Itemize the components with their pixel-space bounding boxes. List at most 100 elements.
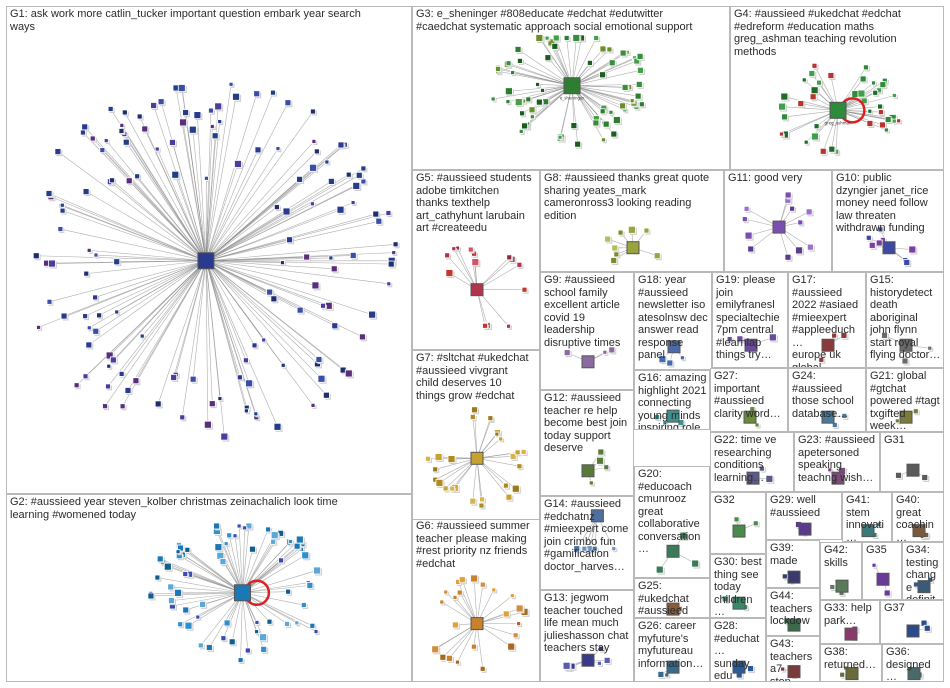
vertex-node[interactable] [802, 78, 808, 84]
vertex-node[interactable] [593, 120, 601, 128]
vertex-node[interactable] [361, 179, 368, 186]
vertex-node[interactable] [312, 282, 321, 291]
vertex-node[interactable] [125, 387, 133, 395]
vertex-node[interactable] [603, 121, 611, 129]
vertex-node[interactable] [840, 672, 847, 679]
vertex-node[interactable] [276, 147, 282, 153]
vertex-node[interactable] [183, 110, 191, 118]
hub-vertex[interactable] [877, 573, 889, 585]
vertex-node[interactable] [185, 547, 192, 554]
vertex-node[interactable] [314, 630, 320, 636]
vertex-node[interactable] [93, 295, 100, 302]
vertex-node[interactable] [609, 60, 617, 68]
vertex-node[interactable] [286, 589, 293, 596]
vertex-node[interactable] [151, 102, 159, 110]
vertex-node[interactable] [829, 146, 837, 154]
vertex-node[interactable] [605, 236, 613, 244]
vertex-node[interactable] [310, 109, 317, 116]
vertex-node[interactable] [285, 100, 293, 108]
hub-vertex[interactable] [582, 654, 594, 666]
vertex-node[interactable] [807, 244, 815, 252]
hub-vertex[interactable] [198, 253, 214, 269]
vertex-node[interactable] [491, 97, 497, 103]
vertex-node[interactable] [122, 110, 128, 117]
vertex-node[interactable] [515, 46, 523, 54]
vertex-node[interactable] [243, 358, 250, 365]
vertex-node[interactable] [517, 464, 524, 471]
vertex-node[interactable] [656, 566, 665, 575]
vertex-node[interactable] [812, 63, 819, 70]
vertex-node[interactable] [361, 166, 368, 173]
vertex-node[interactable] [351, 201, 357, 207]
vertex-node[interactable] [158, 99, 166, 107]
vertex-node[interactable] [350, 252, 358, 260]
vertex-node[interactable] [190, 376, 198, 384]
vertex-node[interactable] [435, 454, 444, 463]
vertex-node[interactable] [106, 384, 113, 391]
vertex-node[interactable] [297, 176, 305, 184]
vertex-node[interactable] [571, 123, 579, 131]
vertex-node[interactable] [809, 71, 817, 79]
vertex-node[interactable] [133, 378, 141, 386]
vertex-node[interactable] [444, 590, 450, 596]
vertex-node[interactable] [83, 374, 90, 381]
vertex-node[interactable] [517, 58, 524, 65]
vertex-node[interactable] [200, 601, 208, 609]
vertex-node[interactable] [356, 172, 364, 180]
hub-vertex[interactable] [799, 523, 811, 535]
vertex-node[interactable] [238, 658, 245, 665]
vertex-node[interactable] [314, 567, 323, 576]
hub-vertex[interactable] [471, 618, 483, 630]
vertex-node[interactable] [204, 176, 210, 182]
vertex-node[interactable] [604, 657, 612, 665]
vertex-node[interactable] [505, 88, 513, 97]
vertex-node[interactable] [48, 260, 57, 269]
vertex-node[interactable] [782, 114, 790, 122]
vertex-node[interactable] [61, 313, 69, 321]
vertex-node[interactable] [503, 483, 510, 490]
vertex-node[interactable] [445, 253, 452, 260]
vertex-node[interactable] [909, 246, 918, 255]
vertex-node[interactable] [884, 128, 890, 134]
vertex-node[interactable] [302, 552, 311, 561]
vertex-node[interactable] [564, 350, 572, 358]
vertex-node[interactable] [517, 622, 523, 628]
vertex-node[interactable] [325, 160, 331, 166]
vertex-node[interactable] [110, 357, 118, 365]
vertex-node[interactable] [620, 50, 628, 58]
vertex-node[interactable] [100, 148, 107, 155]
vertex-node[interactable] [104, 139, 110, 145]
vertex-node[interactable] [87, 326, 93, 332]
vertex-node[interactable] [522, 287, 529, 294]
vertex-node[interactable] [522, 123, 530, 131]
vertex-node[interactable] [311, 403, 317, 409]
vertex-node[interactable] [507, 255, 513, 262]
vertex-node[interactable] [157, 556, 165, 564]
vertex-node[interactable] [924, 625, 932, 633]
vertex-node[interactable] [255, 620, 260, 626]
vertex-node[interactable] [171, 374, 179, 382]
vertex-node[interactable] [212, 133, 220, 141]
vertex-node[interactable] [316, 357, 324, 365]
vertex-node[interactable] [314, 149, 321, 156]
vertex-node[interactable] [563, 662, 572, 671]
vertex-node[interactable] [779, 103, 788, 112]
vertex-node[interactable] [86, 342, 94, 350]
vertex-node[interactable] [233, 534, 239, 540]
vertex-node[interactable] [126, 178, 134, 186]
vertex-node[interactable] [294, 543, 302, 551]
vertex-node[interactable] [388, 261, 396, 269]
hub-vertex[interactable] [883, 242, 895, 254]
vertex-node[interactable] [748, 246, 756, 254]
vertex-node[interactable] [665, 673, 671, 679]
vertex-node[interactable] [860, 76, 868, 84]
vertex-node[interactable] [47, 299, 54, 306]
vertex-node[interactable] [271, 532, 280, 541]
vertex-node[interactable] [307, 582, 315, 590]
vertex-node[interactable] [530, 115, 536, 121]
vertex-node[interactable] [589, 481, 595, 487]
vertex-node[interactable] [246, 380, 255, 389]
vertex-node[interactable] [785, 254, 793, 262]
vertex-node[interactable] [654, 253, 662, 261]
vertex-node[interactable] [869, 242, 877, 250]
